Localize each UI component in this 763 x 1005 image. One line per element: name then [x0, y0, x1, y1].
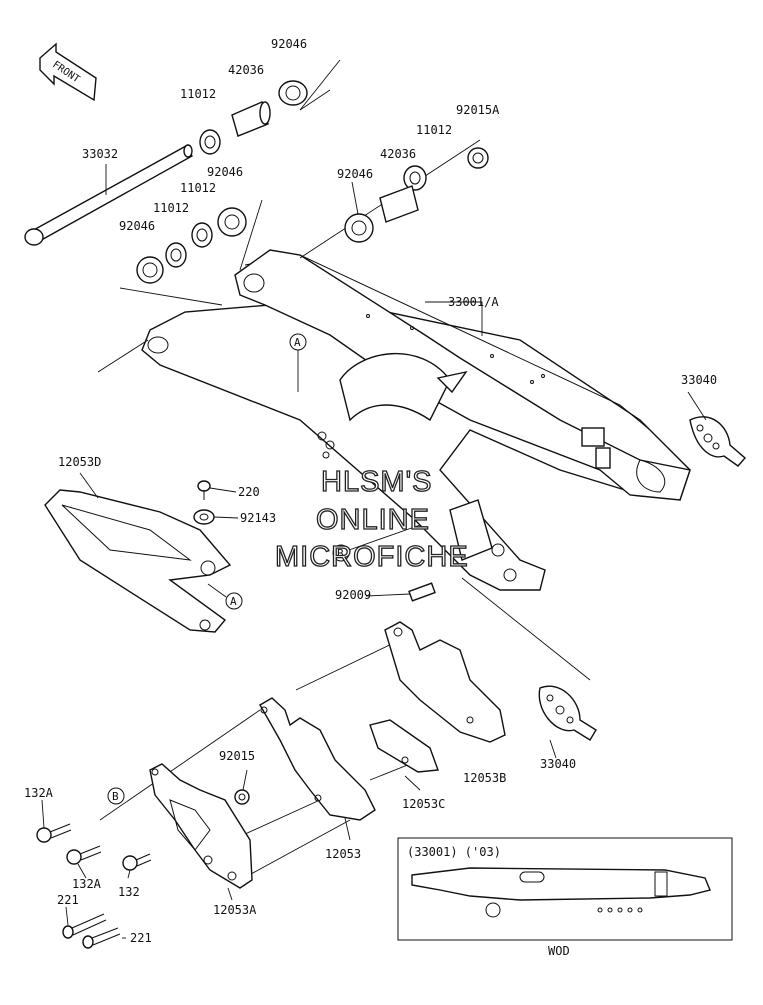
- swing-arm: [141, 249, 691, 591]
- label-92015a: 92015A: [456, 103, 500, 117]
- label-92015: 92015: [219, 749, 255, 763]
- label-42036-right: 42036: [380, 147, 416, 161]
- chain-adjuster-plate-top: [689, 416, 746, 467]
- guide-plate-12053: [259, 697, 376, 821]
- marker-a-upper: A: [289, 333, 307, 392]
- label-33032: 33032: [82, 147, 118, 161]
- label-11012-top: 11012: [180, 87, 216, 101]
- label-11012-left-a: 11012: [180, 181, 216, 195]
- label-12053b: 12053B: [463, 771, 506, 785]
- stud-92009: [408, 582, 436, 602]
- label-92009: 92009: [335, 588, 371, 602]
- inset-caption: WOD: [548, 944, 570, 958]
- bolt-132a-top: [36, 823, 72, 843]
- bolt-132: [122, 853, 152, 871]
- label-220: 220: [238, 485, 260, 499]
- bolt-221-upper: [62, 913, 107, 939]
- svg-text:B: B: [337, 547, 344, 560]
- assembly-projection-lines: [97, 59, 591, 881]
- label-11012-right: 11012: [416, 123, 452, 137]
- bolt-221-lower: [82, 927, 121, 949]
- watermark-line-2: ONLINE: [316, 504, 430, 536]
- label-92046-top: 92046: [271, 37, 307, 51]
- label-221-bottom: 221: [130, 931, 152, 945]
- label-132: 132: [118, 885, 140, 899]
- bearing-stack-right: [344, 147, 489, 243]
- label-12053: 12053: [325, 847, 361, 861]
- marker-b-lower: B: [107, 787, 125, 805]
- label-92046-left-b: 92046: [119, 219, 155, 233]
- chain-guide-12053b: [384, 621, 506, 743]
- label-42036-top: 42036: [228, 63, 264, 77]
- pivot-shaft: [24, 144, 193, 246]
- bolt-220: [197, 480, 211, 500]
- watermark-line-1: HLSM'S: [321, 466, 432, 498]
- label-92046-left: 92046: [207, 165, 243, 179]
- svg-text:B: B: [112, 790, 119, 803]
- bearing-stack-left: [136, 207, 247, 284]
- watermark: HLSM'S ONLINE MICROFICHE: [274, 465, 469, 573]
- label-132a-bottom: 132A: [72, 877, 102, 891]
- chain-slider-12053d: [44, 489, 232, 633]
- nut-92015: [234, 789, 250, 805]
- label-33001a: 33001/A: [448, 295, 499, 309]
- label-12053a: 12053A: [213, 903, 257, 917]
- inset-title: (33001) ('03): [407, 845, 501, 859]
- label-12053d: 12053D: [58, 455, 101, 469]
- chain-guard-12053a: [149, 763, 253, 889]
- inset-variant-box: (33001) ('03): [397, 837, 733, 941]
- label-92143: 92143: [240, 511, 276, 525]
- label-33040-top: 33040: [681, 373, 717, 387]
- bearing-stack-top: [199, 80, 308, 155]
- watermark-line-3: MICROFICHE: [275, 541, 469, 573]
- bolt-132a-bottom: [66, 845, 102, 865]
- chain-adjuster-plate-bottom: [538, 685, 597, 741]
- washer-92143: [193, 509, 215, 525]
- label-92046-right: 92046: [337, 167, 373, 181]
- front-direction-arrow: FRONT: [39, 42, 97, 102]
- marker-a-lower: A: [207, 583, 243, 610]
- label-leaders: [41, 164, 707, 939]
- label-33040-bottom: 33040: [540, 757, 576, 771]
- label-132a-top: 132A: [24, 786, 54, 800]
- svg-text:A: A: [294, 336, 301, 349]
- label-11012-left-b: 11012: [153, 201, 189, 215]
- label-221-left: 221: [57, 893, 79, 907]
- marker-b-upper: B: [332, 524, 421, 562]
- part-number-labels: 92046 42036 11012 92015A 11012 42036 920…: [24, 37, 717, 945]
- label-12053c: 12053C: [402, 797, 445, 811]
- guide-pad-12053c: [369, 719, 439, 773]
- svg-text:A: A: [230, 595, 237, 608]
